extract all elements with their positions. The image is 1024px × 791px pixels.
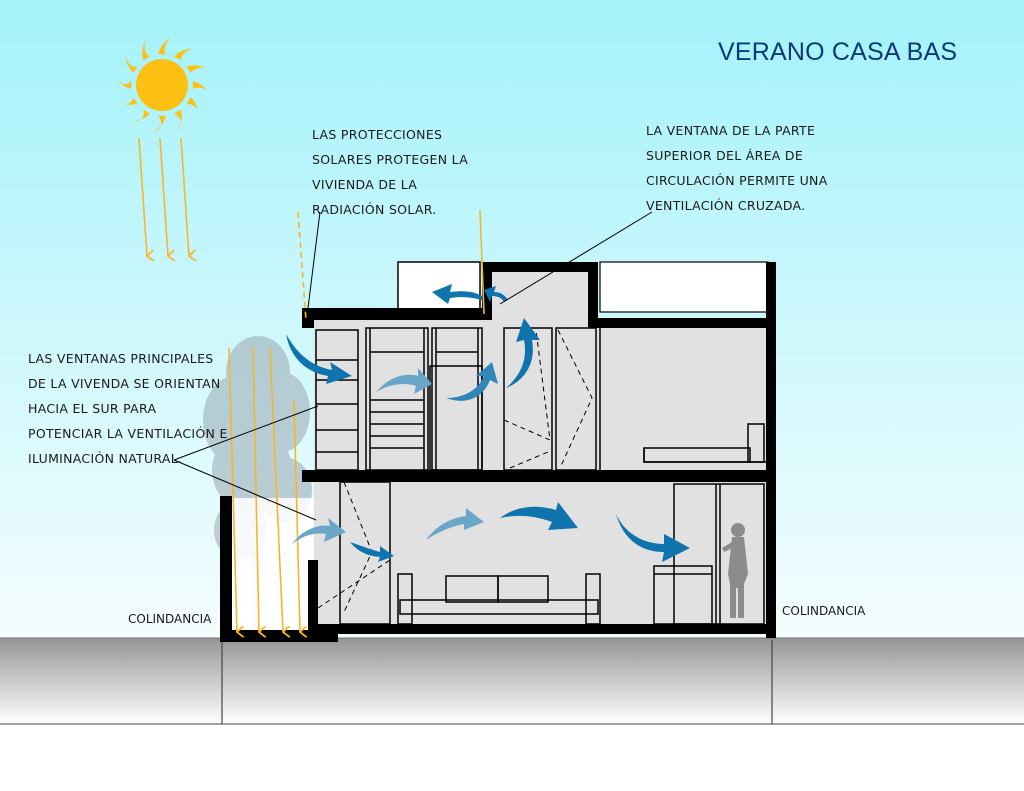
airflow-arrow (350, 542, 394, 562)
right-neighbor-label: COLINDANCIA (782, 604, 866, 618)
sun-flare (186, 65, 208, 73)
airflow-arrow (376, 368, 432, 394)
airflow-arrow (432, 284, 482, 304)
south-windows-annotation: LAS VENTANAS PRINCIPALES DE LA VIVENDA S… (28, 351, 228, 466)
sun-flare (130, 109, 150, 122)
sun-flare (142, 39, 150, 61)
airflow-arrow (506, 318, 540, 388)
solar-protection-annotation: LAS PROTECCIONES SOLARES PROTEGEN LA VIV… (312, 127, 469, 217)
airflow-arrow (500, 502, 578, 530)
left-neighbor-label: COLINDANCIA (128, 612, 212, 626)
sun-icon (114, 37, 210, 133)
airflow-arrow (616, 514, 690, 562)
person-silhouette (722, 523, 748, 618)
sun-flare (158, 37, 171, 55)
building-structure (302, 262, 776, 638)
sun-radiation-rays (138, 137, 189, 256)
diagram-title: VERANO CASA BAS (718, 38, 958, 66)
airflow-arrow (426, 508, 484, 540)
sun-flare (153, 115, 166, 133)
sun-flare (114, 76, 132, 89)
sun-flare (174, 48, 194, 61)
airflow-arrow (484, 286, 508, 302)
sun-flare (174, 109, 182, 131)
airflow-arrow (446, 362, 498, 401)
airflow-arrows (286, 284, 690, 562)
sun-flare (186, 97, 199, 117)
ground (0, 637, 1024, 725)
annotation-leaders (173, 211, 653, 521)
facade-sun-rays (228, 209, 485, 632)
cross-ventilation-annotation: LA VENTANA DE LA PARTE SUPERIOR DEL ÁREA… (646, 123, 828, 213)
sun-flare (116, 97, 138, 105)
airflow-arrow (286, 334, 352, 384)
sun-flare (125, 53, 138, 73)
sun-flare (192, 81, 210, 94)
airflow-arrow (292, 518, 346, 544)
